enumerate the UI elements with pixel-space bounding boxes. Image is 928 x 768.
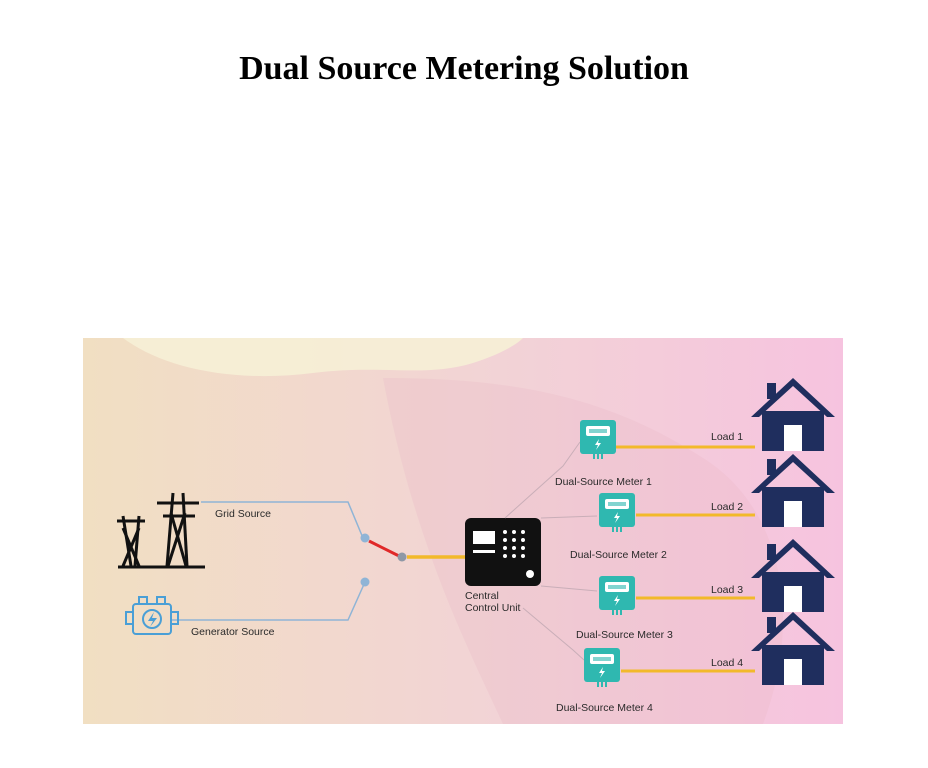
load-1-label: Load 1	[711, 431, 743, 443]
dual-source-meter-1	[580, 420, 616, 459]
diagram-canvas: Grid Source Generator Source Central Con…	[83, 338, 843, 724]
meter-4-label: Dual-Source Meter 4	[556, 702, 653, 714]
central-unit-label-line1: Central	[465, 590, 499, 602]
grid-source-label: Grid Source	[215, 508, 271, 520]
meter-3-label: Dual-Source Meter 3	[576, 629, 673, 641]
meter-4-link	[522, 607, 585, 661]
meter-1-label: Dual-Source Meter 1	[555, 476, 652, 488]
switch-pivot	[397, 552, 407, 562]
meter-1-link	[504, 441, 581, 519]
background-blob	[383, 378, 783, 724]
generator-source-label: Generator Source	[191, 626, 275, 638]
switch-grid-contact	[360, 533, 370, 543]
dual-source-meter-2	[599, 493, 635, 532]
meter-2-link	[540, 515, 598, 519]
dual-source-meter-3	[599, 576, 635, 615]
switch-blade	[368, 539, 400, 558]
generator-line	[171, 581, 366, 621]
page-title: Dual Source Metering Solution	[239, 50, 689, 87]
switch-generator-contact	[360, 577, 370, 587]
load-2-label: Load 2	[711, 501, 743, 513]
grid-line	[201, 501, 364, 539]
load-3-label: Load 3	[711, 584, 743, 596]
meter-2-label: Dual-Source Meter 2	[570, 549, 667, 561]
generator-icon	[125, 596, 179, 635]
central-control-unit	[465, 518, 541, 586]
metering-diagram: Grid Source Generator Source Central Con…	[83, 338, 843, 724]
load-4-label: Load 4	[711, 657, 743, 669]
background-wave	[123, 338, 523, 377]
central-unit-label-line2: Control Unit	[465, 602, 521, 614]
diagram-background	[83, 338, 843, 724]
transmission-tower-icon	[117, 492, 205, 569]
meter-3-link	[540, 585, 598, 592]
dual-source-meter-4	[584, 648, 620, 687]
